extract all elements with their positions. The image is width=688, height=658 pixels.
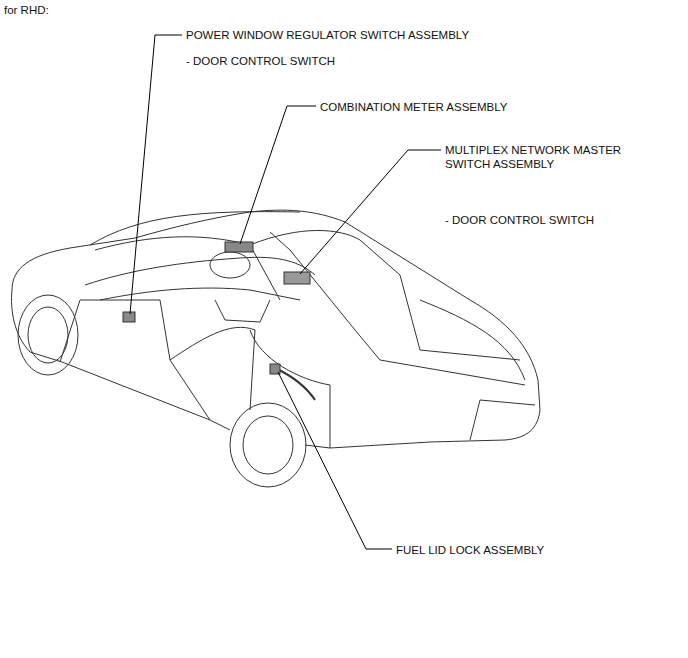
- steering-wheel: [210, 252, 250, 278]
- rear-bumper: [470, 400, 535, 440]
- sub-part-name: - DOOR CONTROL SWITCH: [445, 213, 594, 227]
- roof-line: [90, 212, 300, 245]
- leader-line: [240, 106, 316, 244]
- front-door: [60, 300, 210, 420]
- trunk-line: [380, 350, 525, 385]
- master-switch: [284, 272, 310, 284]
- power-window-switch: [123, 312, 135, 322]
- console: [215, 300, 270, 322]
- combination-meter: [225, 242, 253, 252]
- diagram-heading: for RHD:: [4, 3, 49, 17]
- body-lower: [12, 290, 230, 430]
- rear-window: [420, 300, 525, 380]
- part-name: POWER WINDOW REGULATOR SWITCH ASSEMBLY: [186, 28, 469, 42]
- part-name: MULTIPLEX NETWORK MASTER SWITCH ASSEMBLY: [445, 143, 650, 171]
- rear-wheel: [230, 403, 306, 487]
- dash-lower: [100, 288, 300, 300]
- rear-rim: [243, 416, 293, 474]
- part-name: FUEL LID LOCK ASSEMBLY: [396, 543, 544, 557]
- rear-door: [170, 327, 255, 410]
- leader-line: [300, 150, 441, 274]
- front-rim: [28, 307, 68, 363]
- rocker: [305, 442, 430, 448]
- fuel-lid-harness: [275, 368, 315, 400]
- body-outline: [12, 210, 540, 442]
- part-name: COMBINATION METER ASSEMBLY: [320, 100, 507, 114]
- leader-line: [278, 372, 392, 549]
- sub-part-name: - DOOR CONTROL SWITCH: [186, 54, 335, 68]
- leader-line: [130, 35, 182, 314]
- front-wheel: [18, 295, 78, 375]
- roof-rear: [250, 230, 400, 275]
- dashboard: [85, 257, 315, 285]
- pillar: [270, 232, 420, 360]
